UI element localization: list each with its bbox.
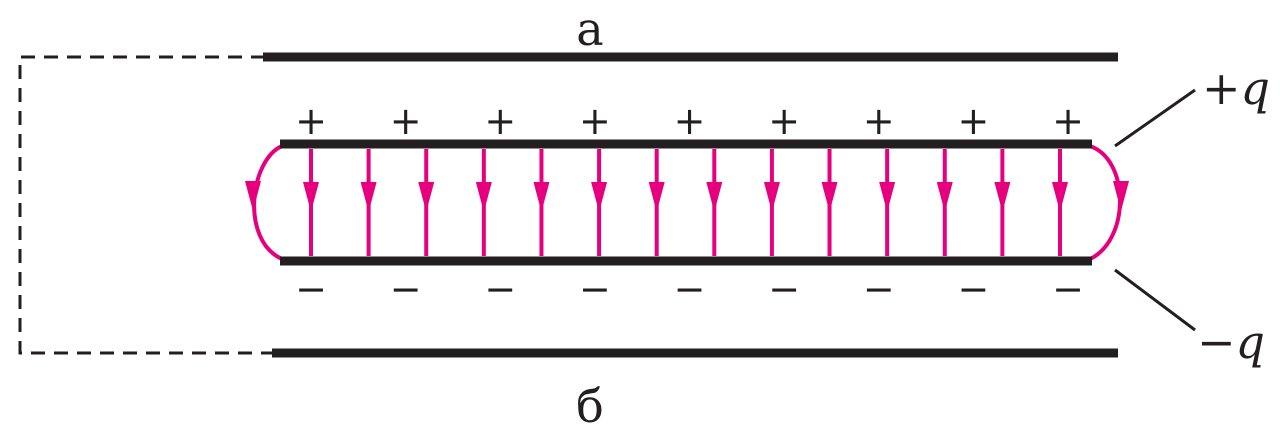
field-lines [245, 144, 1129, 261]
field-arrow [763, 182, 780, 212]
leader-line-negative [1114, 268, 1196, 332]
field-arrow [475, 182, 492, 212]
field-arrow [303, 182, 319, 212]
positive-charge-label: +q [1202, 61, 1270, 115]
field-arrow [591, 182, 608, 212]
positive-charge-signs: + + + + + + + + + [295, 99, 1084, 143]
negative-sign: − [295, 267, 327, 311]
negative-sign: − [768, 267, 800, 311]
positive-sign: + [1052, 99, 1084, 143]
field-arrow [936, 182, 953, 212]
field-arrow [879, 182, 896, 212]
negative-sign: − [579, 267, 611, 311]
negative-charge-label: −q [1197, 315, 1265, 369]
fringe-line-right [1089, 144, 1122, 261]
field-arrow [1052, 182, 1068, 212]
negative-sign: − [957, 267, 989, 311]
plate-a-label: а [576, 2, 603, 56]
positive-sign: + [674, 99, 706, 143]
positive-sign: + [484, 99, 516, 143]
positive-sign: + [768, 99, 800, 143]
positive-sign: + [295, 99, 327, 143]
negative-sign: − [1052, 267, 1084, 311]
field-arrow [994, 182, 1011, 212]
field-arrow [418, 182, 435, 212]
field-arrow [360, 182, 377, 212]
plate-b-label: б [576, 379, 604, 433]
field-arrow [706, 182, 723, 212]
leader-line-positive [1114, 88, 1196, 148]
fringe-line-left [252, 144, 283, 261]
field-arrow [821, 182, 838, 212]
field-arrow [533, 182, 550, 212]
positive-sign: + [390, 99, 422, 143]
negative-sign: − [674, 267, 706, 311]
field-arrow [648, 182, 665, 212]
dashed-wire [18, 55, 275, 355]
fringe-line-left-arrow [245, 181, 261, 211]
negative-charge-signs: −−−−−−−−− [295, 267, 1084, 311]
negative-sign: − [863, 267, 895, 311]
negative-sign: − [390, 267, 422, 311]
fringe-line-right-arrow [1113, 181, 1129, 211]
negative-sign: − [484, 267, 516, 311]
positive-sign: + [863, 99, 895, 143]
positive-sign: + [579, 99, 611, 143]
positive-sign: + [957, 99, 989, 143]
